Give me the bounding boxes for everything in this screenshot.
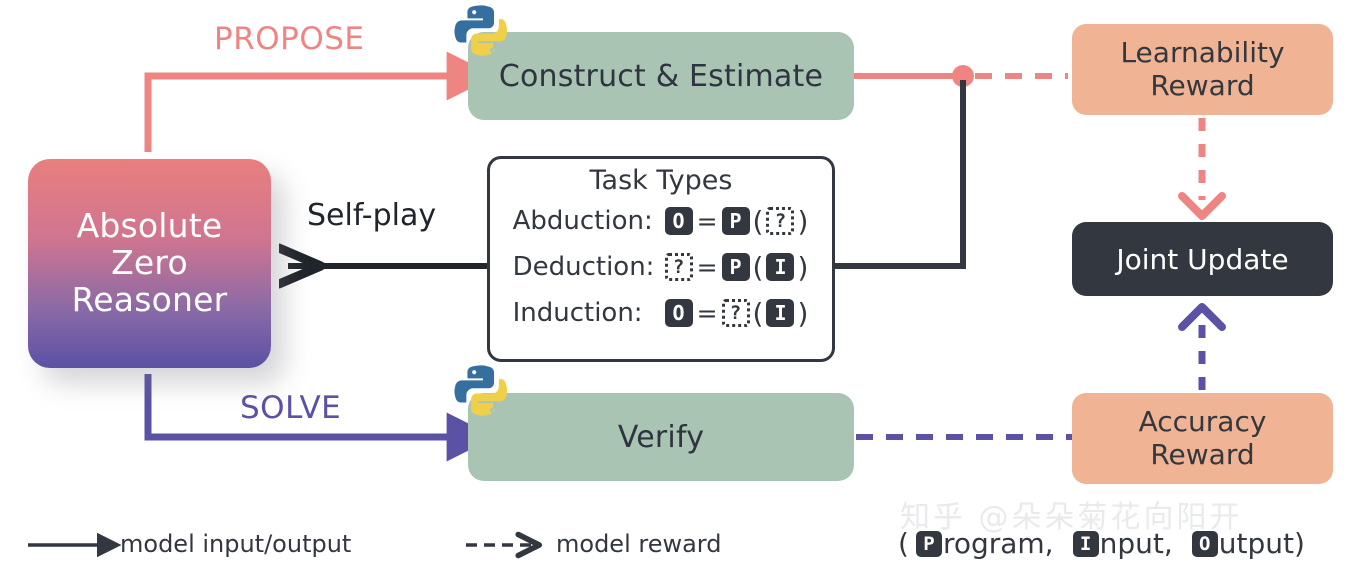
arrowhead-accuracy-to-joint <box>1178 303 1226 331</box>
learnability-reward-line-1: Learnability <box>1120 36 1285 70</box>
task-type-row: Deduction: ? = P ( I ) <box>513 244 810 290</box>
task-type-row: Abduction: O = P ( ? ) <box>513 198 810 244</box>
open-paren: ( <box>752 204 764 238</box>
absolute-zero-reasoner-node[interactable]: Absolute Zero Reasoner <box>28 159 271 368</box>
joint-update-label: Joint Update <box>1116 242 1289 276</box>
pio-open-paren: ( <box>898 527 909 560</box>
token-output: O <box>1191 530 1218 557</box>
joint-update-node[interactable]: Joint Update <box>1072 222 1333 296</box>
python-icon <box>454 5 508 56</box>
token-unknown: ? <box>664 253 693 281</box>
task-type-name: Deduction: <box>512 252 655 282</box>
pio-program-rest: rogram, <box>942 527 1054 560</box>
close-paren: ) <box>797 250 809 284</box>
token-output: O <box>664 299 693 327</box>
watermark: 知乎 @朵朵菊花向阳开 <box>900 500 1243 535</box>
arrowhead-learnability-to-joint <box>1178 192 1226 220</box>
learnability-reward-node[interactable]: Learnability Reward <box>1072 24 1333 115</box>
legend-solid-label: model input/output <box>120 530 352 558</box>
reasoner-line-1: Absolute <box>76 206 223 246</box>
verify-label: Verify <box>617 419 705 455</box>
close-paren: ) <box>797 204 809 238</box>
reasoner-line-2: Zero <box>111 243 188 283</box>
token-input: I <box>766 253 795 281</box>
edge-construct-to-tasktypes <box>835 80 966 269</box>
construct-estimate-label: Construct & Estimate <box>498 58 824 94</box>
token-unknown: ? <box>721 299 750 327</box>
pio-output-rest: utput) <box>1218 527 1305 560</box>
equals-sign: = <box>696 298 718 328</box>
equals-sign: = <box>696 252 718 282</box>
token-program: P <box>915 530 942 557</box>
verify-node[interactable]: Verify <box>468 393 854 481</box>
task-types-card: Task Types Abduction: O = P ( ? ) Deduct… <box>487 156 835 362</box>
pio-input-rest: nput, <box>1099 527 1173 560</box>
equals-sign: = <box>696 206 718 236</box>
python-icon <box>454 365 508 416</box>
close-paren: ) <box>797 296 809 330</box>
accuracy-reward-line-2: Reward <box>1150 437 1255 471</box>
selfplay-label: Self-play <box>307 198 437 233</box>
reasoner-line-3: Reasoner <box>71 279 228 319</box>
token-program: P <box>721 253 750 281</box>
task-type-row: Induction: O = ? ( I ) <box>513 290 810 336</box>
construct-estimate-node[interactable]: Construct & Estimate <box>468 32 854 120</box>
edge-solve <box>144 374 496 462</box>
token-program: P <box>721 207 750 235</box>
open-paren: ( <box>752 250 764 284</box>
junction-dot <box>952 65 974 87</box>
token-input: I <box>1072 530 1099 557</box>
accuracy-reward-node[interactable]: Accuracy Reward <box>1072 393 1333 484</box>
accuracy-reward-line-1: Accuracy <box>1138 405 1267 439</box>
token-unknown: ? <box>766 207 795 235</box>
token-input: I <box>766 299 795 327</box>
task-type-name: Abduction: <box>512 206 653 236</box>
task-type-name: Induction: <box>512 298 643 328</box>
legend-dashed-label: model reward <box>556 530 722 558</box>
token-output: O <box>664 207 693 235</box>
legend-pio: ( P rogram, I nput, O utput) <box>898 527 1305 560</box>
propose-label: PROPOSE <box>214 21 365 57</box>
open-paren: ( <box>752 296 764 330</box>
task-types-title: Task Types <box>589 165 733 196</box>
solve-label: SOLVE <box>240 390 342 426</box>
edge-propose <box>144 51 496 152</box>
learnability-reward-line-2: Reward <box>1150 68 1255 102</box>
